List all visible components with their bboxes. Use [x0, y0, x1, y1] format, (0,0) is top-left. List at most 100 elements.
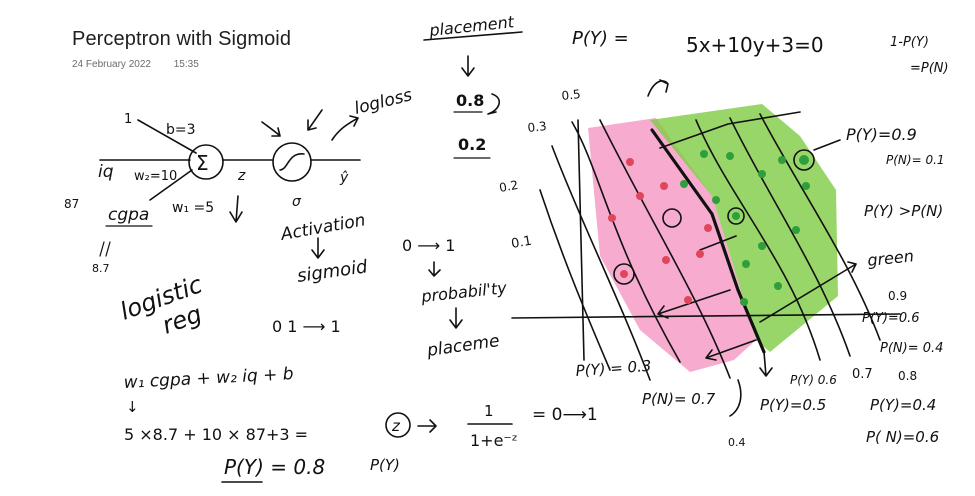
- label-py-06-b: P(Y) 0.6: [790, 373, 837, 387]
- green-point: [712, 196, 720, 204]
- y-axis: [577, 119, 585, 361]
- arrow-to-sigmoid-fraction: [417, 419, 437, 433]
- label-green: green: [866, 246, 914, 270]
- red-point: [660, 182, 668, 190]
- py-equals-label: P(Y) =: [572, 28, 629, 49]
- curl-arrow: [487, 93, 500, 115]
- complement-expression: 1-P(Y): [890, 35, 929, 50]
- arrow-to-activation: [261, 121, 281, 137]
- z-label: z: [237, 168, 246, 184]
- contour-line-7: [759, 113, 881, 341]
- red-point: [608, 214, 616, 222]
- label-py-06: P(Y)=0.6: [862, 311, 920, 326]
- bias-input-label: 1: [124, 112, 132, 127]
- contour-label-03: 0.3: [527, 119, 547, 135]
- red-point: [620, 270, 628, 278]
- green-points: [680, 150, 810, 306]
- sigmoid-curve-glyph: [279, 153, 305, 171]
- bracket-04: [729, 379, 742, 417]
- decision-boundary: [650, 128, 766, 354]
- logloss-label: logloss: [352, 85, 414, 119]
- z-circle: [385, 412, 411, 438]
- green-point: [726, 152, 734, 160]
- arrow-to-sigmoid: [311, 237, 325, 259]
- y-hat-label: ŷ: [339, 170, 349, 186]
- label-pn-04: P(N)= 0.4: [880, 341, 943, 356]
- label-py-05: P(Y)=0.5: [760, 396, 826, 414]
- contour-line-2: [551, 145, 651, 381]
- top-hatch: [659, 111, 801, 149]
- green-point: [778, 156, 786, 164]
- highlight-circle-green-b: [727, 207, 745, 225]
- arrow-to-output: [307, 109, 323, 131]
- green-point: [740, 298, 748, 306]
- down-arrow-z: [229, 195, 243, 223]
- contour-label-01: 0.1: [510, 234, 533, 252]
- cgpa-input-label: cgpa: [108, 205, 149, 225]
- contour-line-6: [729, 117, 851, 357]
- green-region: [650, 104, 838, 352]
- contour-line-4: [599, 119, 731, 379]
- note-time: 15:35: [173, 59, 199, 70]
- label-py-09: P(Y)=0.9: [846, 125, 917, 144]
- fraction-numerator: 1: [484, 402, 494, 420]
- iq-input-label: iq: [98, 162, 114, 182]
- activation-label: Activation: [278, 210, 367, 245]
- sigmoid-label: sigmoid: [296, 256, 370, 287]
- cgpa-equals-mark: [99, 241, 111, 257]
- page-title: Perceptron with Sigmoid: [72, 28, 292, 50]
- highlight-circle-red: [613, 263, 635, 285]
- distance-arrow-lower: [705, 339, 757, 361]
- sigmoid-range: 0 ⟶ 1: [402, 236, 455, 255]
- sigma-label: σ: [292, 194, 302, 210]
- placement-underline: [423, 31, 523, 41]
- complement-result: =P(N): [910, 61, 949, 76]
- green-point: [758, 242, 766, 250]
- highlight-circle-mid: [662, 208, 682, 228]
- boundary-top-arrow: [647, 79, 669, 97]
- arrow-to-probability: [428, 261, 441, 277]
- green-point: [799, 155, 809, 165]
- label-09: 0.9: [888, 289, 907, 303]
- label-py-03: P(Y) = 0.3: [575, 357, 652, 380]
- highlight-circle-green: [793, 149, 815, 171]
- distance-tick: [699, 235, 737, 251]
- green-point: [680, 180, 688, 188]
- perceptron-diagram: 1 b=3 iq 87 w₂=10 cgpa w₁ =5 8.7 Σ z σ ŷ…: [64, 85, 508, 361]
- arrow-to-green-label: [759, 261, 857, 323]
- label-08: 0.8: [898, 369, 917, 383]
- iq-weight: w₂=10: [134, 169, 177, 184]
- pointer-to-py09: [813, 139, 841, 151]
- contour-label-02: 0.2: [498, 178, 519, 195]
- linear-combination: w₁ cgpa + w₂ iq + b: [123, 364, 294, 393]
- green-point: [802, 182, 810, 190]
- contour-line-3: [539, 189, 611, 371]
- pink-region: [588, 118, 756, 372]
- distance-arrow-left: [657, 289, 731, 319]
- sum-node: [188, 144, 224, 180]
- computation-expression: 5 ×8.7 + 10 × 87+3 =: [124, 425, 308, 444]
- arrow-to-logloss: [331, 115, 359, 141]
- red-point: [704, 224, 712, 232]
- label-py-gt-pn: P(Y) >P(N): [864, 202, 943, 220]
- contour-line-1: [571, 121, 681, 363]
- cgpa-value: 8.7: [92, 262, 110, 275]
- final-result: P(Y) = 0.8: [224, 455, 325, 479]
- iq-value: 87: [64, 197, 79, 211]
- x-axis: [511, 313, 901, 319]
- zero-one-label: 0 1 ⟶ 1: [272, 317, 341, 336]
- red-point: [636, 192, 644, 200]
- bias-label: b=3: [166, 122, 196, 138]
- contour-line-5: [695, 119, 821, 361]
- green-point: [792, 226, 800, 234]
- sum-symbol: Σ: [196, 151, 209, 175]
- cgpa-weight: w₁ =5: [172, 200, 214, 216]
- label-py-04: P(Y)=0.4: [870, 396, 936, 414]
- green-point: [758, 170, 766, 178]
- result-py: P(Y): [370, 456, 400, 474]
- equations: 5x+10y+3=0 1-P(Y) =P(N) w₁ cgpa + w₂ iq …: [123, 33, 949, 483]
- fraction-denominator: 1+e⁻ᶻ: [470, 431, 518, 450]
- cgpa-edge: [149, 169, 193, 201]
- line-equation: 5x+10y+3=0: [686, 33, 824, 57]
